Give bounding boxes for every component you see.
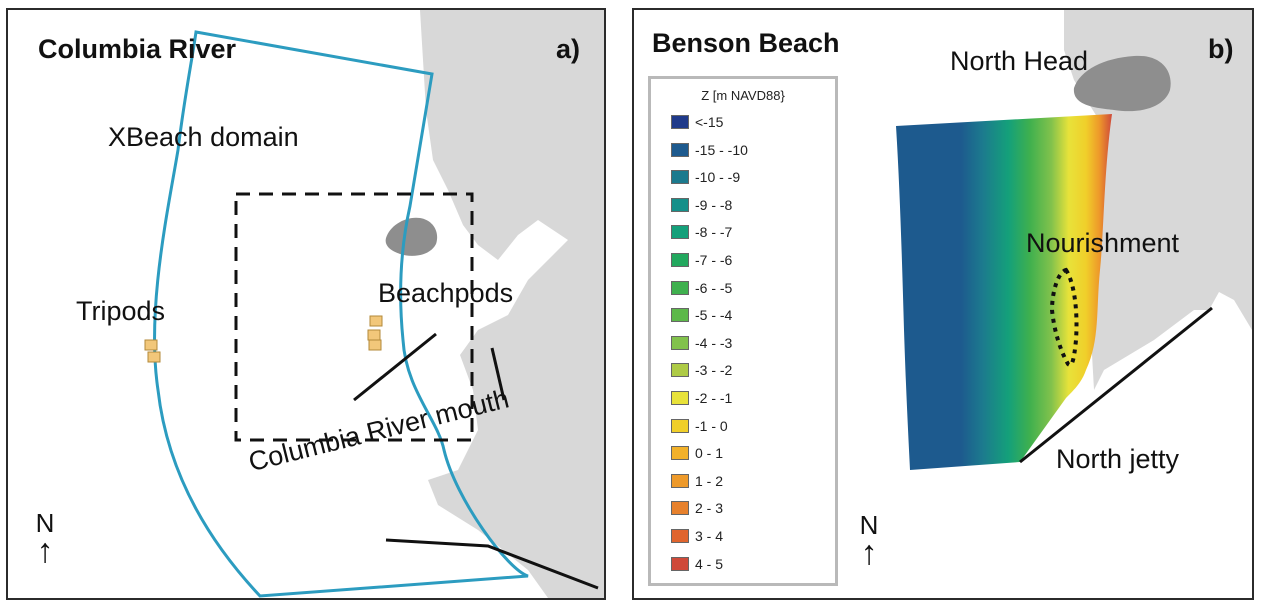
- legend-label: 4 - 5: [695, 555, 724, 572]
- beachpods-label: Beachpods: [378, 278, 514, 308]
- tripods-label: Tripods: [76, 296, 166, 326]
- south-jetty-long-line: [385, 538, 599, 590]
- legend-label: -9 - -8: [695, 196, 733, 213]
- legend-swatch: [671, 280, 689, 295]
- legend-item: 2 - 3: [671, 499, 723, 517]
- legend-label: -7 - -6: [695, 252, 733, 268]
- north-arrow-icon: ↑: [36, 532, 54, 570]
- elevation-legend: Z [m NAVD88} <-15 -15 - -10 -10 - -9 -9 - -…: [648, 76, 838, 586]
- legend-swatch: [671, 225, 689, 240]
- legend-item: <-15: [671, 113, 723, 131]
- panel-a-title: Columbia River: [38, 34, 237, 64]
- legend-swatch: [671, 418, 689, 433]
- legend-swatch: [671, 308, 689, 323]
- legend-label: 1 - 2: [695, 472, 724, 489]
- legend-swatch: [671, 170, 689, 185]
- legend-swatch: [671, 363, 689, 378]
- legend-swatch: [671, 529, 689, 543]
- legend-item: -15 - -10: [671, 141, 748, 159]
- legend-swatch: [671, 473, 689, 488]
- legend-item: -2 - -1: [671, 389, 732, 407]
- tripod-marker: [147, 351, 161, 363]
- legend-swatch: [671, 253, 689, 267]
- tripod-marker: [144, 339, 158, 351]
- legend-item: 1 - 2: [671, 472, 723, 490]
- panel-b-title: Benson Beach: [652, 28, 840, 58]
- legend-label: -8 - -7: [695, 224, 733, 241]
- legend-label: -15 - -10: [695, 141, 748, 158]
- legend-label: -2 - -1: [695, 390, 733, 406]
- north-indicator: N ↑: [854, 512, 884, 570]
- north-head-headland: [1073, 55, 1171, 112]
- north-jetty-line: [1019, 306, 1213, 464]
- north-arrow-icon: ↑: [860, 534, 878, 572]
- panel-a-map-svg: [144, 10, 604, 598]
- north-head-headland: [385, 217, 438, 256]
- legend-item: -6 - -5: [671, 279, 732, 297]
- legend-item: 0 - 1: [671, 444, 723, 462]
- legend-label: -10 - -9: [695, 169, 741, 186]
- legend-label: -3 - -2: [695, 362, 733, 379]
- panel-b-letter: b): [1208, 34, 1234, 64]
- land-mass: [420, 10, 604, 598]
- panel-a-columbia-river-map: Columbia River a) XBeach domain Tripods …: [6, 8, 606, 600]
- north-jetty-line: [353, 332, 437, 402]
- legend-swatch: [671, 142, 689, 157]
- panel-b-map-svg: [896, 10, 1252, 470]
- panel-a-letter: a): [556, 34, 581, 64]
- legend-swatch: [671, 446, 689, 461]
- legend-title: Z [m NAVD88}: [701, 88, 785, 103]
- legend-label: -6 - -5: [695, 279, 733, 296]
- legend-item: -1 - 0: [671, 417, 728, 435]
- legend-label: 2 - 3: [695, 500, 724, 517]
- legend-item: -10 - -9: [671, 168, 740, 186]
- panel-b-benson-beach-map: Benson Beach b) North Head Nourishment N…: [632, 8, 1254, 600]
- north-indicator: N ↑: [30, 510, 60, 568]
- legend-label: -5 - -4: [695, 307, 733, 324]
- legend-swatch: [671, 335, 689, 350]
- nourishment-outline: [1049, 267, 1079, 367]
- legend-label: -1 - 0: [695, 417, 728, 434]
- legend-label: 0 - 1: [695, 445, 724, 462]
- south-jetty-line: [490, 347, 506, 401]
- legend-item: -3 - -2: [671, 361, 732, 379]
- bathymetry-surface: [896, 114, 1112, 470]
- legend-swatch: [671, 197, 689, 212]
- legend-item: 4 - 5: [671, 555, 723, 573]
- xbeach-domain-outline: [153, 30, 529, 598]
- beachpod-marker: [368, 339, 382, 351]
- north-head-label: North Head: [950, 46, 1089, 76]
- detail-area-box: [234, 192, 474, 442]
- legend-item: -7 - -6: [671, 251, 732, 269]
- legend-label: 3 - 4: [695, 528, 724, 544]
- north-letter: N: [35, 508, 55, 538]
- legend-swatch: [671, 115, 689, 129]
- legend-swatch: [671, 501, 689, 516]
- beachpod-marker: [367, 329, 381, 341]
- legend-item: -8 - -7: [671, 223, 732, 241]
- land-south-tip: [548, 480, 604, 598]
- legend-label: -4 - -3: [695, 334, 733, 351]
- legend-item: -5 - -4: [671, 306, 732, 324]
- beachpod-marker: [369, 315, 383, 327]
- legend-swatch: [671, 391, 689, 405]
- legend-item: -4 - -3: [671, 334, 732, 352]
- legend-item: 3 - 4: [671, 527, 723, 545]
- legend-label: <-15: [695, 114, 724, 130]
- xbeach-domain-label: XBeach domain: [108, 122, 299, 152]
- nourishment-label: Nourishment: [1026, 228, 1180, 258]
- legend-swatch: [671, 556, 689, 571]
- north-jetty-label: North jetty: [1056, 444, 1180, 474]
- legend-item: -9 - -8: [671, 196, 732, 214]
- land-corner: [1174, 10, 1252, 90]
- north-letter: N: [859, 510, 879, 540]
